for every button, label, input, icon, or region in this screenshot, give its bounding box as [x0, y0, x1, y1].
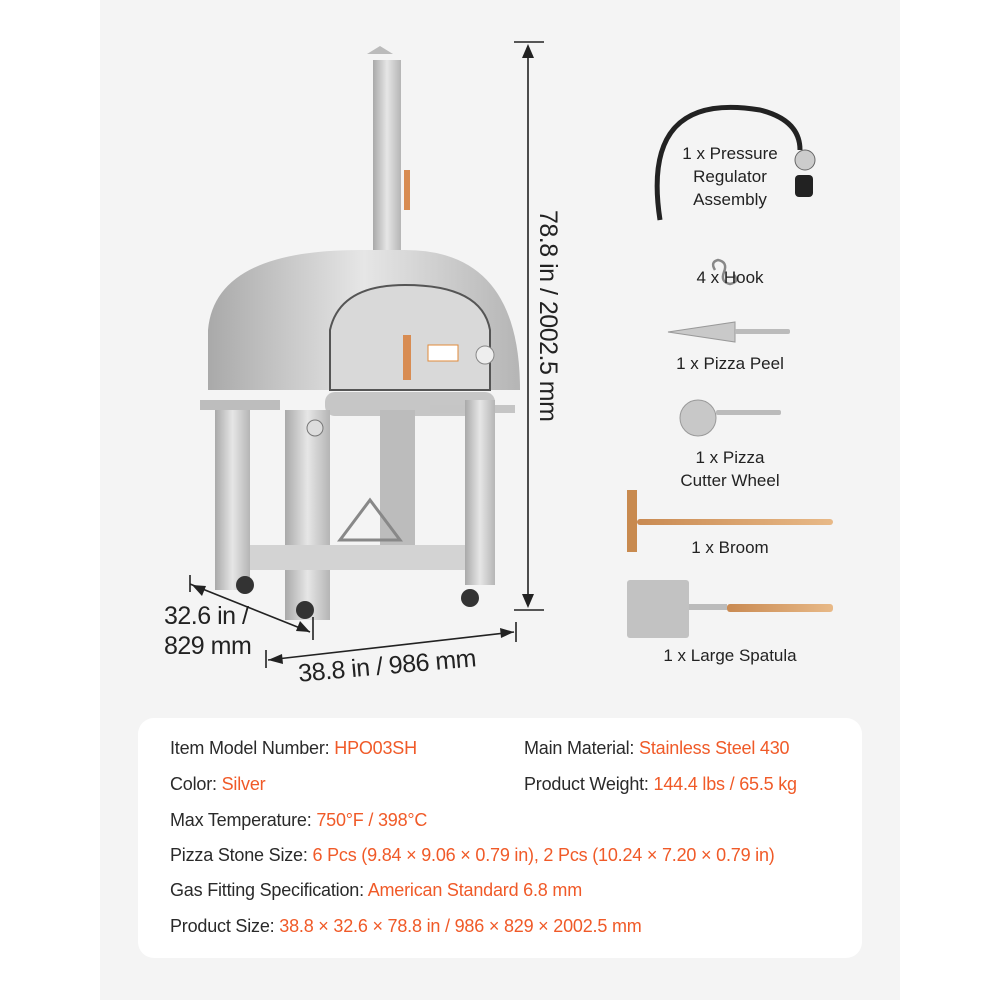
spec-value: 144.4 lbs / 65.5 kg — [653, 774, 798, 794]
spec-label: Pizza Stone Size: — [170, 845, 313, 865]
pizza-oven-image — [200, 46, 520, 620]
pizza-cutter-image — [679, 399, 717, 437]
accessory-pizza-cutter: 1 x Pizza Cutter Wheel — [630, 446, 830, 492]
specs-card — [138, 718, 862, 958]
spec-product-size: Product Size: 38.8 × 32.6 × 78.8 in / 98… — [170, 916, 642, 937]
accessory-broom: 1 x Broom — [691, 538, 769, 557]
accessory-pressure-regulator: 1 x Pressure Regulator Assembly — [630, 142, 830, 211]
accessory-pizza-peel: 1 x Pizza Peel — [676, 354, 784, 373]
accessory-hook: 4 x Hook — [696, 268, 764, 287]
spec-weight: Product Weight: 144.4 lbs / 65.5 kg — [524, 774, 797, 795]
spec-value: Stainless Steel 430 — [639, 738, 790, 758]
accessory-large-spatula: 1 x Large Spatula — [663, 646, 797, 665]
accessory-images — [627, 104, 833, 638]
spec-value: American Standard 6.8 mm — [367, 880, 582, 900]
spec-model: Item Model Number: HPO03SH — [170, 738, 417, 759]
s-hook-image — [711, 258, 738, 286]
depth-dimension-label-line2: 829 mm — [164, 632, 252, 660]
accessory-label: 1 x Pressure — [682, 144, 778, 163]
spec-label: Max Temperature: — [170, 810, 317, 830]
spatula-image — [627, 580, 689, 638]
height-dimension-label: 78.8 in / 2002.5 mm — [534, 210, 562, 422]
spec-value: Silver — [221, 774, 266, 794]
spec-label: Color: — [170, 774, 222, 794]
spec-value: HPO03SH — [334, 738, 417, 758]
spec-value: 750°F / 398°C — [316, 810, 428, 830]
spec-value: 38.8 × 32.6 × 78.8 in / 986 × 829 × 2002… — [279, 916, 642, 936]
spec-gas-fitting: Gas Fitting Specification: American Stan… — [170, 880, 582, 901]
spec-label: Product Weight: — [524, 774, 654, 794]
spec-label: Gas Fitting Specification: — [170, 880, 368, 900]
spec-label: Item Model Number: — [170, 738, 335, 758]
spec-pizza-stone: Pizza Stone Size: 6 Pcs (9.84 × 9.06 × 0… — [170, 845, 775, 866]
depth-dimension-label-line1: 32.6 in / — [164, 602, 249, 630]
spec-material: Main Material: Stainless Steel 430 — [524, 738, 790, 759]
dimension-lines — [189, 41, 544, 668]
spec-temperature: Max Temperature: 750°F / 398°C — [170, 810, 427, 831]
spec-value: 6 Pcs (9.84 × 9.06 × 0.79 in), 2 Pcs (10… — [312, 845, 775, 865]
accessory-label: Assembly — [693, 190, 767, 209]
accessory-label: Regulator — [693, 167, 767, 186]
pressure-regulator-hose-image — [654, 104, 803, 221]
accessory-label: 1 x Pizza — [695, 448, 765, 467]
accessory-label: Cutter Wheel — [680, 471, 780, 490]
spec-label: Product Size: — [170, 916, 280, 936]
broom-image — [627, 490, 637, 552]
spec-label: Main Material: — [524, 738, 640, 758]
spec-color: Color: Silver — [170, 774, 266, 795]
pizza-peel-image — [667, 321, 736, 343]
